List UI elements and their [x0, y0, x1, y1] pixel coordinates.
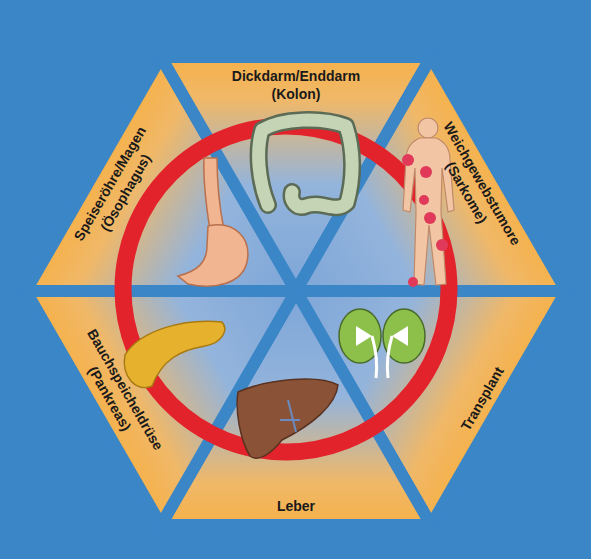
colon-icon [259, 120, 353, 207]
kidneys-icon [339, 309, 425, 378]
liver-icon [237, 379, 338, 458]
hexagon-segment: Leber [161, 291, 431, 525]
tumour-dots [402, 154, 448, 287]
hexagon-segment: Weichgewebstumore (Sarkome) [229, 57, 567, 408]
segment-label: Dickdarm/Enddarm (Kolon) [216, 67, 376, 103]
hexagon-segment: Speiseröhre/Magen (Ösophagus) [26, 57, 364, 408]
segment-label: Speiseröhre/Magen (Ösophagus) [62, 110, 173, 267]
pancreas-icon [124, 321, 224, 387]
segment-outline [161, 291, 431, 525]
segment-label: Weichgewebstumore (Sarkome) [419, 110, 530, 267]
hexagon-segment: Dickdarm/Enddarm (Kolon) [161, 57, 431, 291]
segment-label: Transplant [434, 325, 530, 473]
stomach-icon [178, 158, 248, 286]
segment-label: Leber [216, 497, 376, 515]
hexagon-segments [26, 57, 566, 525]
segment-label: Bauchspeicheldrüse (Pankreas) [62, 316, 173, 473]
